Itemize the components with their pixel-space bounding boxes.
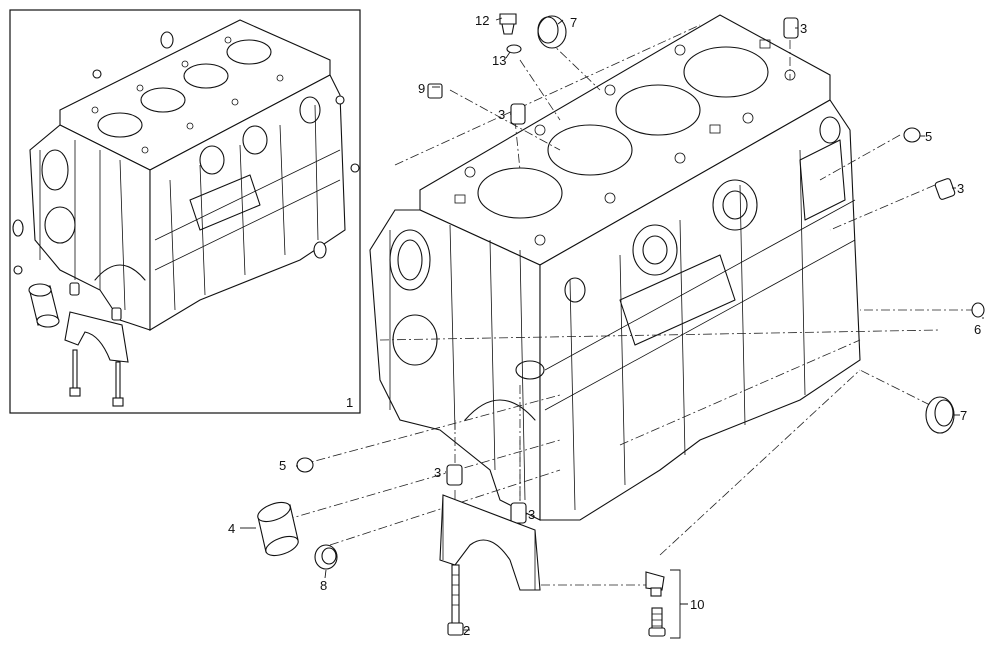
callout-9: 9	[418, 81, 425, 96]
callout-3-right: 3	[957, 181, 964, 196]
callout-6: 6	[974, 322, 981, 337]
callout-8: 8	[320, 578, 327, 593]
callout-12: 12	[475, 13, 489, 28]
callout-labels: 12 13 7 3 9 3 5 3 6 7 5 3 3 4 8 2 10	[228, 13, 981, 638]
callout-7-top: 7	[570, 15, 577, 30]
inset-engine-block	[29, 19, 346, 331]
callout-7-right: 7	[960, 408, 967, 423]
callout-3-lower-right: 3	[528, 507, 535, 522]
callout-3-top-right: 3	[800, 21, 807, 36]
callout-leaders	[240, 17, 984, 639]
callout-13: 13	[492, 53, 506, 68]
callout-5-left: 5	[279, 458, 286, 473]
inset-panel: 1	[9, 9, 361, 414]
callout-10: 10	[690, 597, 704, 612]
callout-3-lower-left: 3	[434, 465, 441, 480]
callout-4: 4	[228, 521, 235, 536]
callout-3-top-mid: 3	[498, 107, 505, 122]
callout-1: 1	[346, 395, 353, 410]
inset-parts	[12, 31, 360, 407]
callout-2: 2	[463, 623, 470, 638]
loose-parts	[257, 13, 985, 637]
main-engine-block	[369, 14, 861, 521]
callout-5-right: 5	[925, 129, 932, 144]
